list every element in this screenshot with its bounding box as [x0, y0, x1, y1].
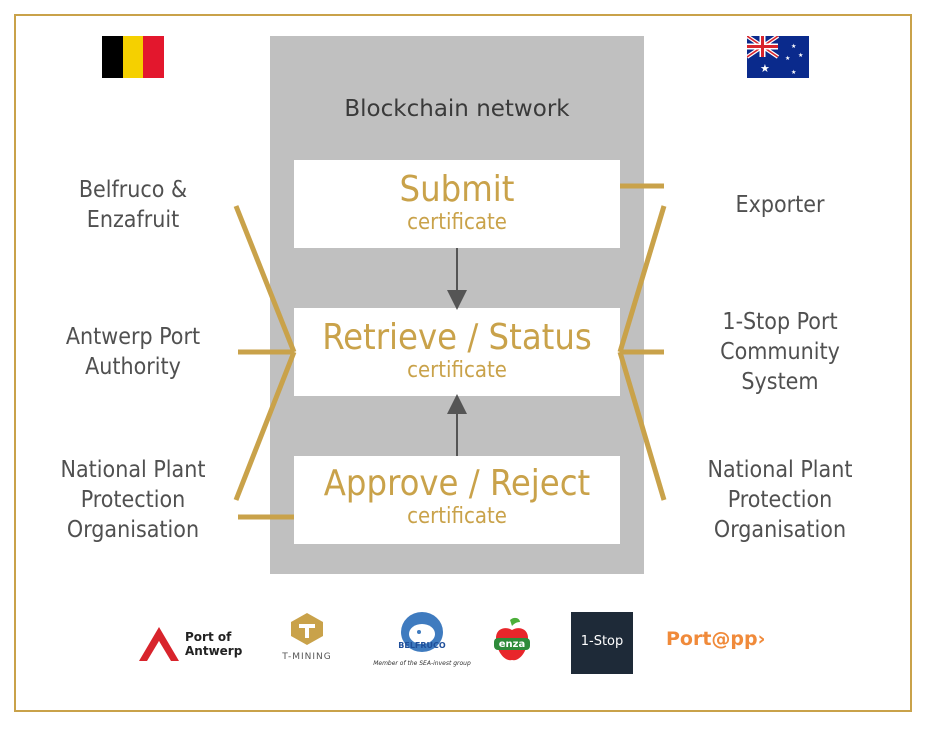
- retrieve-status-label: Retrieve / Status: [322, 317, 592, 358]
- submit-box: Submit certificate: [294, 160, 620, 248]
- t-mining-mark-icon: [291, 613, 323, 645]
- diagram-frame: [14, 14, 912, 712]
- portapp-text: Port@pp›: [666, 628, 766, 650]
- party-1stop-pcs: 1-Stop Port Community System: [720, 309, 840, 395]
- right-bracket-upper: [617, 205, 667, 353]
- retrieve-status-box: Retrieve / Status certificate: [294, 308, 620, 396]
- belfruco-text: BELFRUCO: [398, 641, 446, 650]
- left-bracket-lower: [233, 351, 297, 501]
- enza-apple-icon: [494, 617, 530, 661]
- one-stop-text: 1-Stop: [580, 634, 624, 649]
- portapp-logo: Port@pp›: [666, 628, 786, 658]
- port-of-antwerp-text: Port of Antwerp: [185, 630, 243, 658]
- t-mining-text: T-MINING: [282, 652, 332, 662]
- left-bracket-upper: [233, 205, 297, 353]
- svg-text:★: ★: [798, 52, 803, 59]
- party-belfruco-enzafruit: Belfruco & Enzafruit: [78, 177, 188, 233]
- svg-text:★: ★: [760, 62, 770, 75]
- australia-flag-icon: ★ ★ ★ ★ ★: [747, 36, 809, 78]
- party-antwerp-port-authority: Antwerp Port Authority: [65, 324, 201, 380]
- belfruco-tagline: Member of the SEA-invest group: [373, 660, 471, 667]
- retrieve-status-sublabel: certificate: [407, 358, 507, 383]
- belfruco-mark-icon: [401, 612, 443, 652]
- party-nppo-right: National Plant Protection Organisation: [707, 457, 853, 543]
- enza-text: enza: [498, 639, 526, 650]
- port-of-antwerp-logo: Port of Antwerp: [137, 625, 247, 665]
- one-stop-logo: 1-Stop: [571, 612, 633, 674]
- svg-text:★: ★: [785, 55, 790, 62]
- right-bracket-lower: [617, 351, 667, 501]
- party-nppo-left: National Plant Protection Organisation: [60, 457, 206, 543]
- t-mining-logo: T-MINING: [277, 612, 337, 672]
- belfruco-logo: BELFRUCO Member of the SEA-invest group: [372, 610, 472, 672]
- network-title: Blockchain network: [344, 96, 570, 122]
- approve-reject-label: Approve / Reject: [323, 463, 591, 504]
- approve-reject-sublabel: certificate: [407, 504, 507, 529]
- svg-text:★: ★: [791, 43, 796, 50]
- enza-logo: enza: [490, 616, 534, 666]
- party-exporter: Exporter: [735, 192, 825, 218]
- submit-label: Submit: [399, 169, 515, 210]
- belgium-flag-icon: [102, 36, 164, 78]
- submit-sublabel: certificate: [407, 210, 507, 235]
- port-of-antwerp-mark-icon: [139, 627, 179, 661]
- svg-text:★: ★: [791, 69, 796, 76]
- approve-reject-box: Approve / Reject certificate: [294, 456, 620, 544]
